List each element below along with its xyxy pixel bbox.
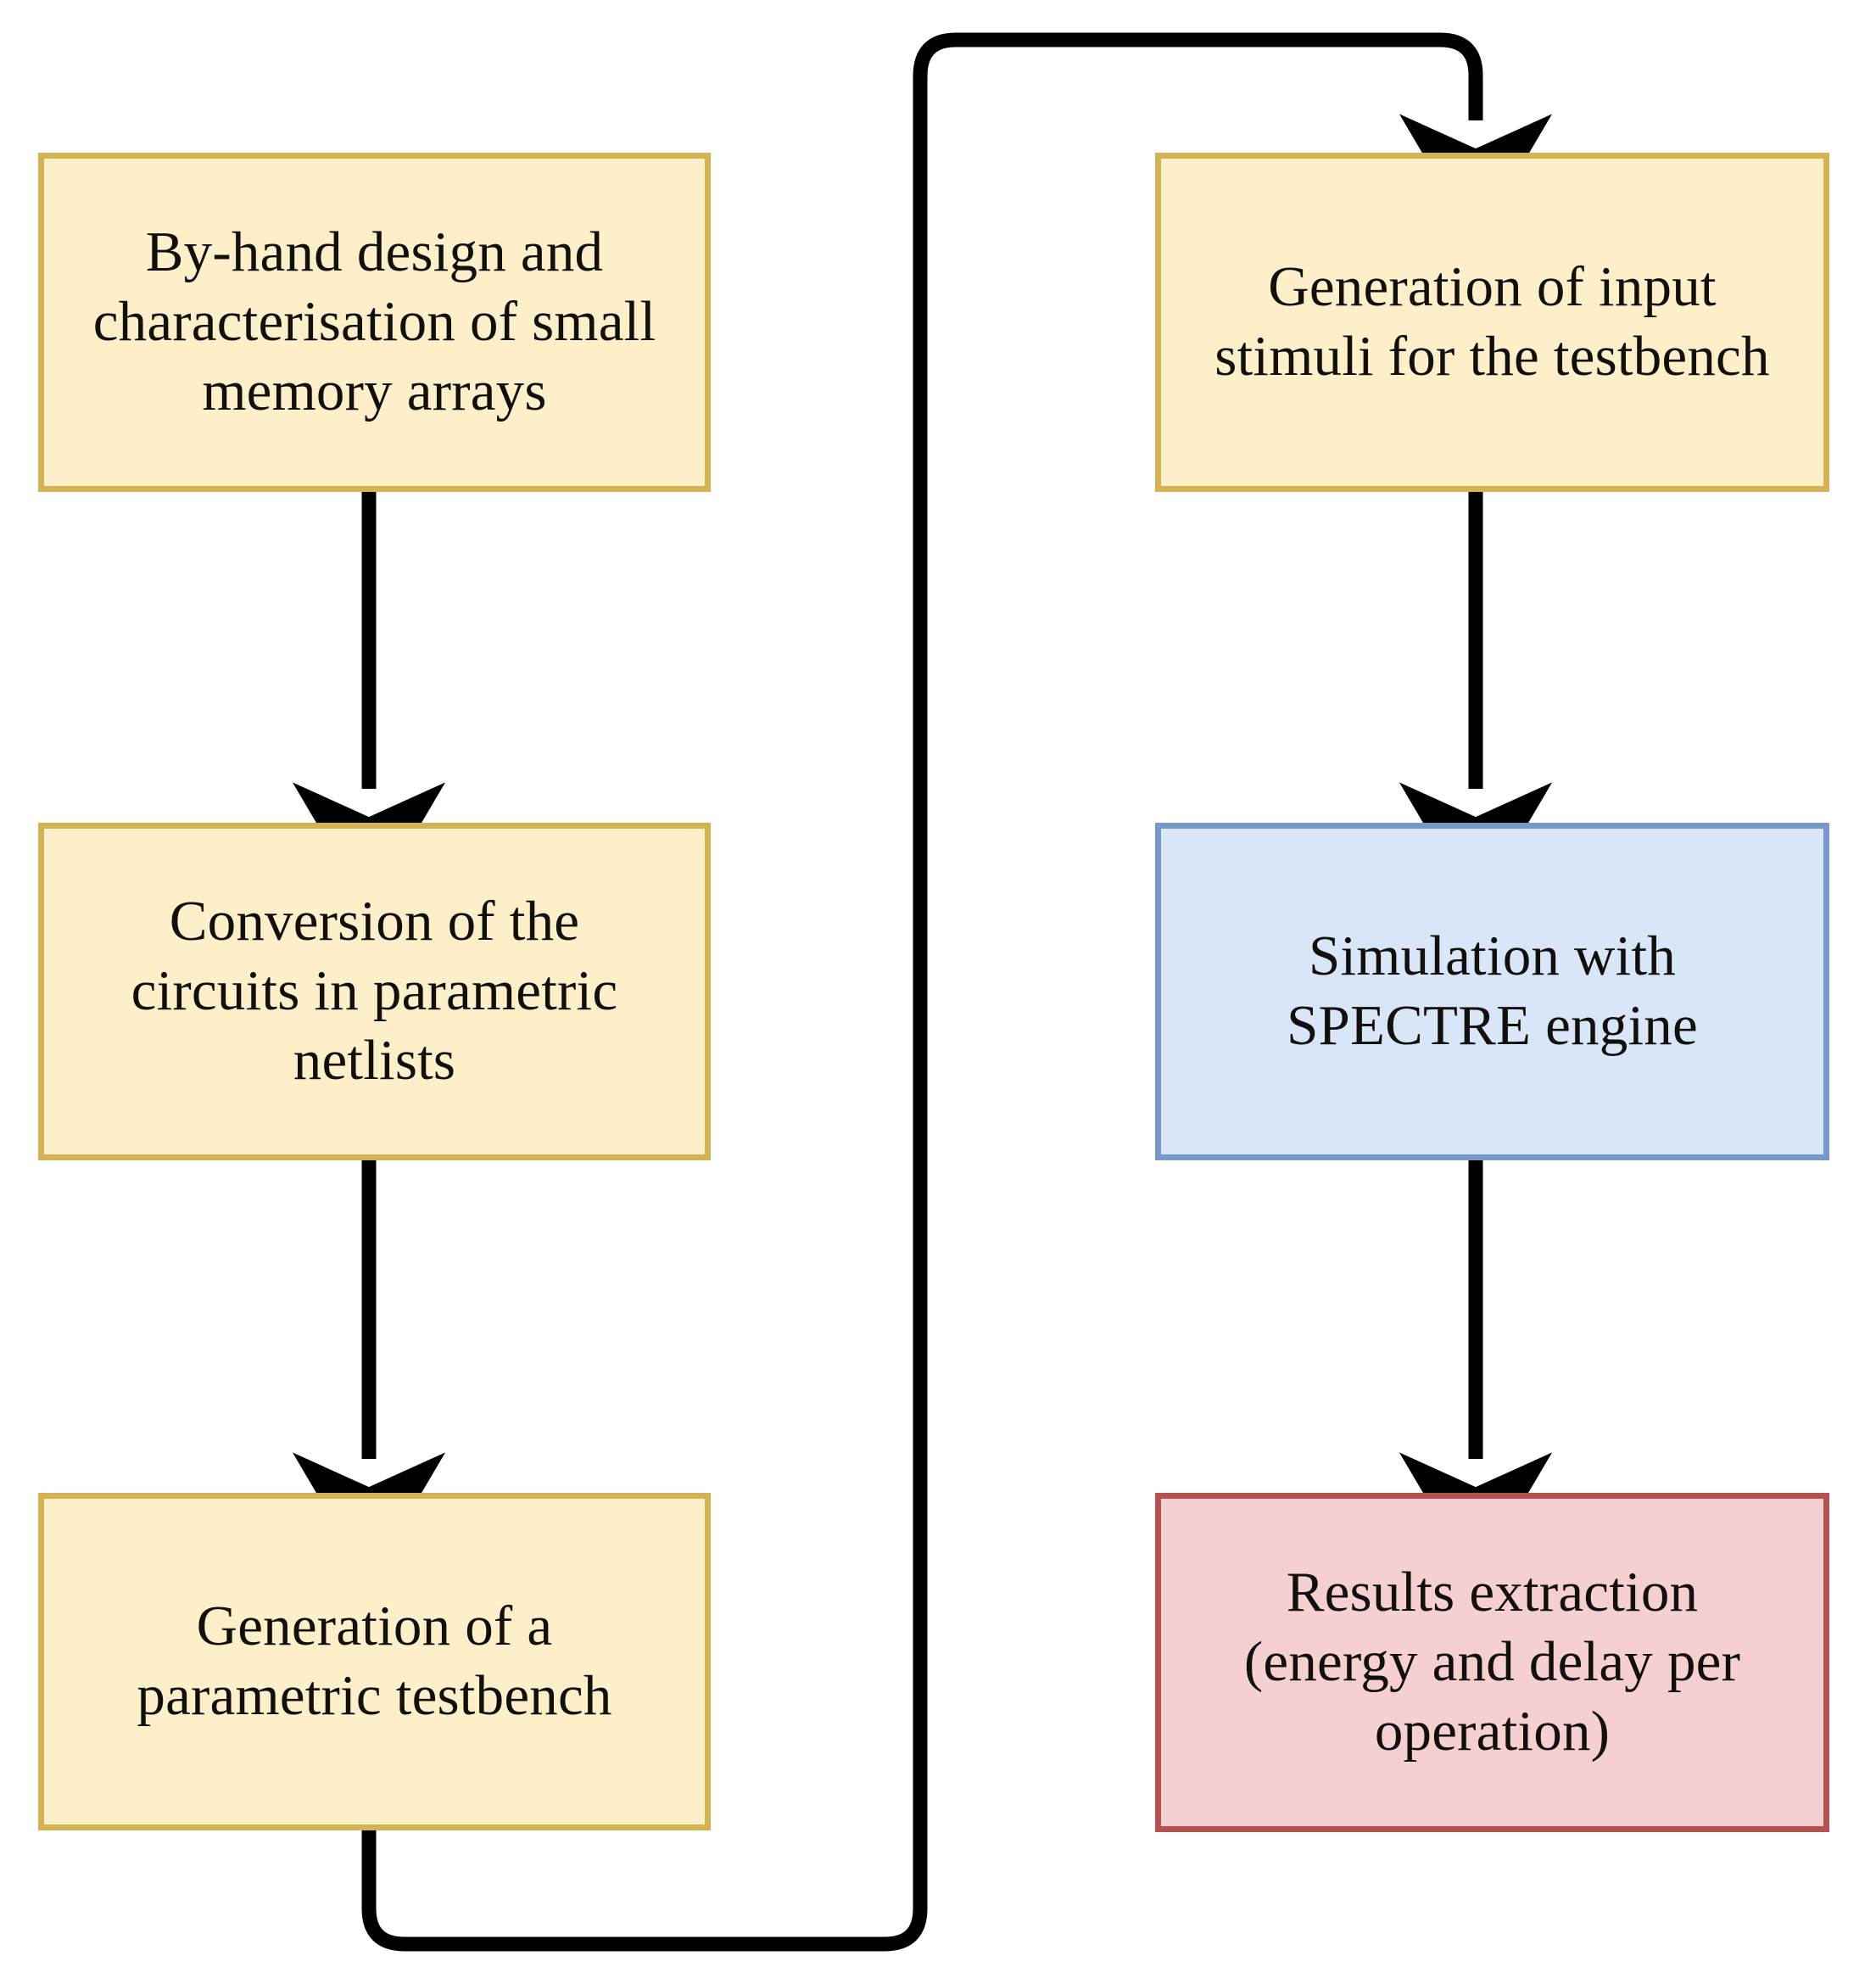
node-parametric-testbench[interactable]: Generation of a parametric testbench xyxy=(38,1493,711,1830)
node-by-hand-design[interactable]: By-hand design and characterisation of s… xyxy=(38,153,711,492)
node-label-conversion-netlists: Conversion of the circuits in parametric… xyxy=(131,890,618,1092)
node-spectre-simulation[interactable]: Simulation with SPECTRE engine xyxy=(1155,823,1829,1160)
node-label-results-extraction: Results extraction (energy and delay per… xyxy=(1243,1561,1741,1763)
node-conversion-netlists[interactable]: Conversion of the circuits in parametric… xyxy=(38,823,711,1160)
edge-testbench-to-stimuli-feedback xyxy=(361,32,1553,1952)
node-label-by-hand-design: By-hand design and characterisation of s… xyxy=(92,221,656,422)
node-label-input-stimuli: Generation of input stimuli for the test… xyxy=(1214,255,1770,388)
node-label-spectre-simulation: Simulation with SPECTRE engine xyxy=(1287,925,1698,1057)
node-input-stimuli[interactable]: Generation of input stimuli for the test… xyxy=(1155,153,1829,492)
node-results-extraction[interactable]: Results extraction (energy and delay per… xyxy=(1155,1493,1829,1832)
node-label-parametric-testbench: Generation of a parametric testbench xyxy=(137,1595,612,1727)
